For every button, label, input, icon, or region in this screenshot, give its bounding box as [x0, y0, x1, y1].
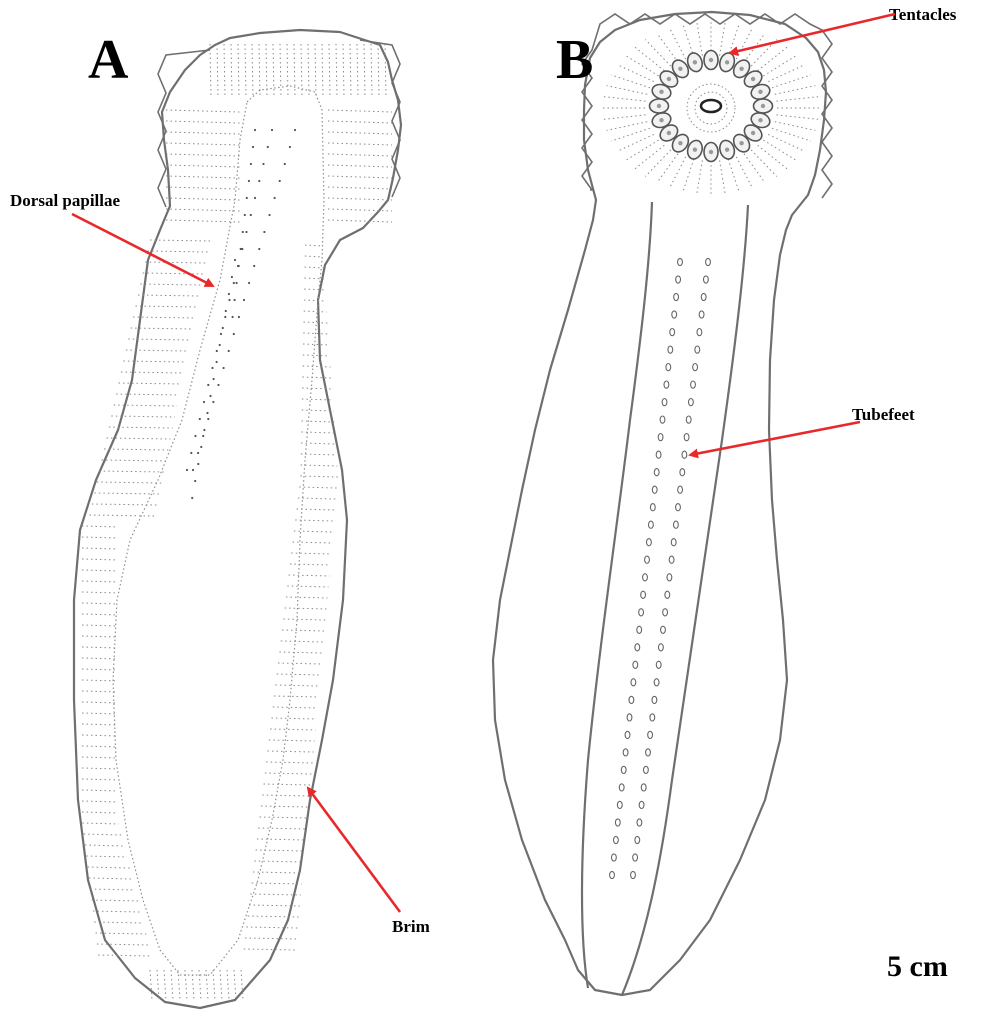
- dorsal-papillae-dots: [186, 129, 296, 499]
- dorsal-papillae-arrow: [72, 214, 213, 286]
- specimen-a-inner-outline: [113, 86, 324, 975]
- panel-b-letter: B: [556, 29, 593, 91]
- brim-arrow: [308, 788, 400, 912]
- panel-a-drawing: [74, 30, 401, 1008]
- mouth: [687, 84, 735, 132]
- scale-bar-label: 5 cm: [887, 950, 948, 983]
- tubefeet-arrow: [690, 422, 860, 455]
- brim-label: Brim: [392, 917, 430, 936]
- tubefeet-rows: [610, 258, 711, 878]
- specimen-b-left-groove: [582, 202, 652, 988]
- tubefeet-label: Tubefeet: [852, 405, 915, 424]
- specimen-a-brim-hatching: [82, 40, 400, 1000]
- panel-a-letter: A: [88, 29, 129, 91]
- tentacles-label: Tentacles: [889, 5, 957, 24]
- panel-b-drawing: [493, 12, 832, 995]
- dorsal-papillae-label: Dorsal papillae: [10, 191, 120, 210]
